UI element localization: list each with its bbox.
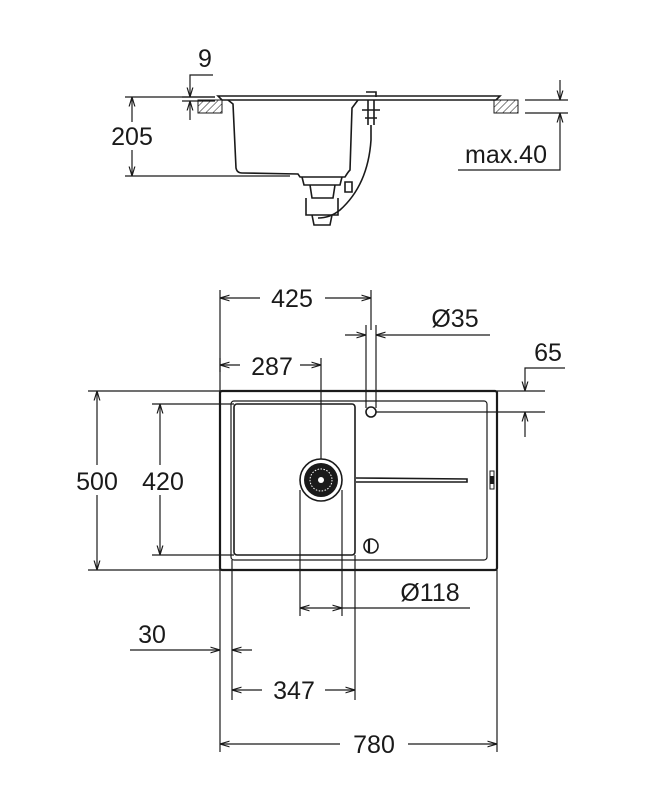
tap-hole — [365, 406, 377, 418]
dim-drain-offset-label: 287 — [251, 353, 293, 381]
bowl-outline — [233, 403, 356, 556]
overflow-and-tap-fitting — [317, 91, 380, 219]
dim-tap-hole-label: Ø35 — [431, 305, 478, 333]
dim-length-label: 780 — [353, 731, 395, 759]
top-view: 425 Ø35 287 65 500 420 Ø118 30 347 780 — [76, 285, 565, 759]
worktop-right-section — [493, 99, 519, 114]
dim-width-label: 500 — [76, 468, 118, 496]
sink-outline — [218, 389, 499, 572]
dim-tap-edge-label: 65 — [534, 339, 562, 367]
drain-strainer — [299, 458, 343, 502]
drain-assembly — [301, 176, 343, 226]
dim-rim-label: 9 — [198, 45, 212, 73]
overflow — [363, 538, 379, 554]
sink-flange — [216, 95, 502, 101]
drainer-groove — [355, 477, 468, 483]
dim-bowl-width-label: 420 — [142, 468, 184, 496]
dim-bowl-length-label: 347 — [273, 677, 315, 705]
dim-depth-label: 205 — [111, 123, 153, 151]
worktop-left-section — [197, 99, 223, 114]
dim-edge-label: 30 — [138, 621, 166, 649]
sink-bowl-profile — [227, 99, 359, 178]
dim-rim-leader — [190, 74, 213, 97]
dim-tap-offset-label: 425 — [271, 285, 313, 313]
side-view: 9 205 max.40 — [111, 45, 568, 226]
drainer-outline — [230, 400, 488, 561]
dim-drain-label: Ø118 — [400, 579, 459, 607]
dim-worktop-label: max.40 — [465, 141, 547, 169]
